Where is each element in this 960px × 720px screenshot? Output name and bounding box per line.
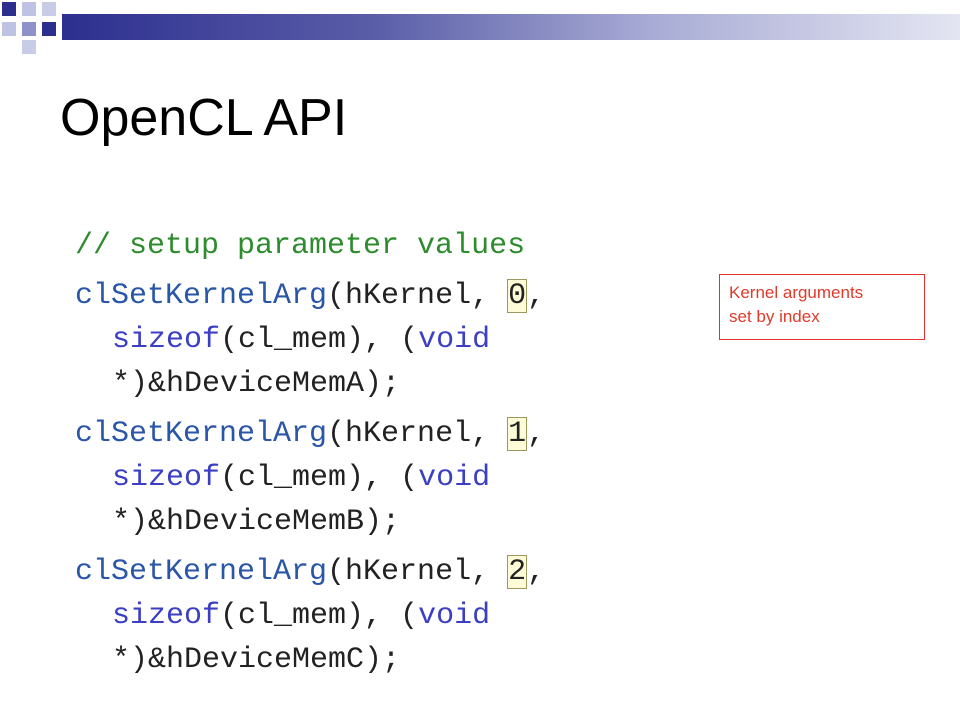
sizeof-arg: (cl_mem), ( (220, 599, 419, 633)
code-comment: // setup parameter values (75, 229, 526, 263)
code-tail: *)&hDeviceMemC); (112, 643, 401, 677)
slide-title: OpenCL API (60, 89, 348, 147)
deco-square (22, 40, 36, 54)
code-block: // setup parameter values clSetKernelArg… (75, 224, 705, 682)
header-gradient-bar (62, 14, 960, 40)
deco-square (22, 2, 36, 16)
code-tail: *)&hDeviceMemA); (112, 367, 401, 401)
deco-square (42, 22, 56, 36)
call-args: (hKernel, (327, 417, 508, 451)
sizeof-keyword: sizeof (112, 599, 221, 633)
code-line: clSetKernelArg(hKernel, 2, (75, 550, 705, 594)
deco-square (2, 22, 16, 36)
code-line: sizeof(cl_mem), (void (75, 594, 705, 638)
code-line: sizeof(cl_mem), (void (75, 318, 705, 362)
code-tail: *)&hDeviceMemB); (112, 505, 401, 539)
deco-square (2, 2, 16, 16)
callout-text-line: set by index (729, 307, 820, 326)
code-line: clSetKernelArg(hKernel, 1, (75, 412, 705, 456)
void-keyword: void (418, 323, 491, 357)
code-line: *)&hDeviceMemC); (75, 638, 705, 682)
code-call-block: clSetKernelArg(hKernel, 0, sizeof(cl_mem… (75, 274, 705, 406)
function-name: clSetKernelArg (75, 279, 328, 313)
code-line: clSetKernelArg(hKernel, 0, (75, 274, 705, 318)
void-keyword: void (418, 599, 491, 633)
punct: , (527, 417, 546, 451)
code-line: *)&hDeviceMemB); (75, 500, 705, 544)
arg-index-highlight: 2 (507, 555, 528, 589)
punct: , (527, 555, 546, 589)
callout-box: Kernel arguments set by index (719, 274, 925, 340)
callout-text-line: Kernel arguments (729, 283, 864, 302)
call-args: (hKernel, (327, 555, 508, 589)
sizeof-keyword: sizeof (112, 323, 221, 357)
sizeof-arg: (cl_mem), ( (220, 323, 419, 357)
sizeof-keyword: sizeof (112, 461, 221, 495)
call-args: (hKernel, (327, 279, 508, 313)
deco-square (42, 2, 56, 16)
arg-index-highlight: 1 (507, 417, 528, 451)
code-call-block: clSetKernelArg(hKernel, 1, sizeof(cl_mem… (75, 412, 705, 544)
code-comment-block: // setup parameter values (75, 224, 705, 268)
sizeof-arg: (cl_mem), ( (220, 461, 419, 495)
void-keyword: void (418, 461, 491, 495)
deco-square (22, 22, 36, 36)
code-line: sizeof(cl_mem), (void (75, 456, 705, 500)
arg-index-highlight: 0 (507, 279, 528, 313)
function-name: clSetKernelArg (75, 417, 328, 451)
punct: , (527, 279, 546, 313)
code-call-block: clSetKernelArg(hKernel, 2, sizeof(cl_mem… (75, 550, 705, 682)
code-line: *)&hDeviceMemA); (75, 362, 705, 406)
function-name: clSetKernelArg (75, 555, 328, 589)
